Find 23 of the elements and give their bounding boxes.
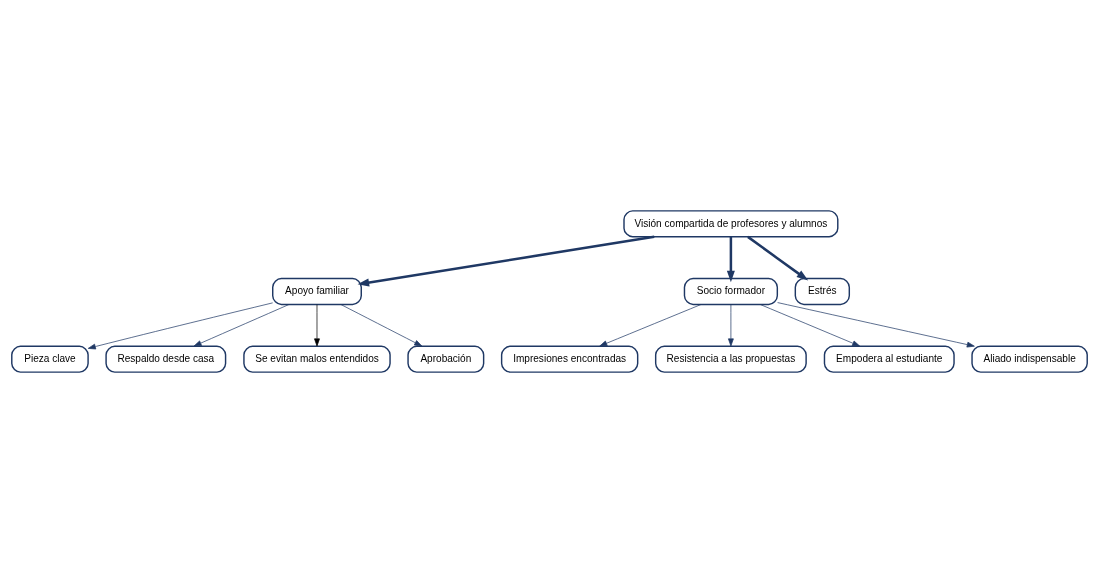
node-box: Estrés <box>794 277 851 306</box>
node-box: Resistencia a las propuestas <box>654 345 807 373</box>
node-box: Impresiones encontradas <box>500 345 639 373</box>
arrow <box>599 304 702 347</box>
arrow <box>728 304 734 347</box>
arrow <box>726 237 735 283</box>
node-box: Pieza clave <box>11 345 89 373</box>
node-box: Visión compartida de profesores y alumnos <box>623 210 839 238</box>
node-box: Socio formador <box>683 277 779 306</box>
node-box: Se evitan malos entendidos <box>243 345 391 373</box>
arrow <box>357 235 655 287</box>
arrow <box>314 304 320 347</box>
node-box: Apoyo familiar <box>272 277 362 306</box>
arrow <box>87 302 273 350</box>
node-box: Aprobación <box>407 345 485 373</box>
arrow <box>340 304 423 347</box>
arrow <box>777 302 975 348</box>
arrow <box>193 304 290 347</box>
arrow <box>759 304 861 347</box>
node-box: Aliado indispensable <box>971 345 1088 373</box>
node-box: Respaldo desde casa <box>105 345 227 373</box>
arrow <box>747 235 809 281</box>
node-box: Empodera al estudiante <box>823 345 955 373</box>
